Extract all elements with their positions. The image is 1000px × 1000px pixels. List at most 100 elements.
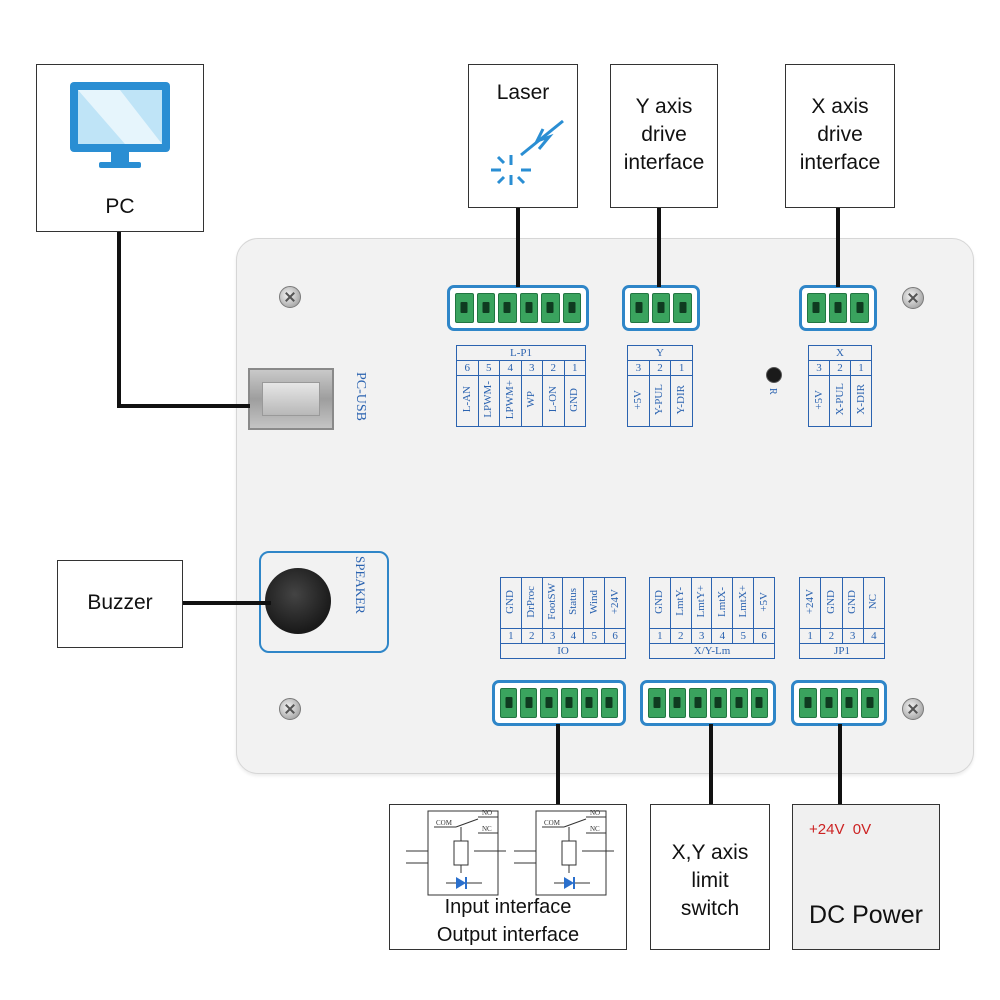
pin-number: 4	[711, 628, 734, 644]
pin-number: 1	[670, 360, 693, 376]
relay-circuit-icon: COM NO NC COM NO NC	[406, 809, 614, 896]
pin-signal-row: +5V Y-PUL Y-DIR	[627, 375, 693, 427]
speaker-label: SPEAKER	[353, 556, 368, 614]
table-title: L-P1	[456, 345, 586, 361]
laser-box: Laser	[468, 64, 578, 208]
pin-number: 1	[649, 628, 671, 644]
screw-top-left	[279, 286, 301, 308]
relay-com-label: COM	[544, 819, 561, 827]
pin-table-jp1: +24V GND GND NC 1 2 3 4 JP1	[798, 577, 886, 659]
pin-signal: +24V	[608, 588, 621, 615]
laser-label: Laser	[496, 81, 550, 104]
pin-number-row: 1 2 3 4	[798, 628, 886, 644]
pin-number: 1	[563, 360, 586, 376]
table-title: JP1	[799, 643, 885, 659]
io-interface-box: COM NO NC COM NO NC Input interface Outp…	[389, 804, 627, 950]
connector-io	[492, 680, 626, 726]
pin-number: 4	[562, 628, 585, 644]
pin-signal-row: GND DrProc FootSW Status Wind +24V	[500, 577, 626, 629]
pin-number: 4	[862, 628, 886, 644]
pin-number: 6	[604, 628, 626, 644]
relay-no-label: NO	[590, 809, 600, 817]
buzzer-label: Buzzer	[87, 591, 153, 614]
pin-number-row: 1 2 3 4 5 6	[500, 628, 626, 644]
usb-label: PC-USB	[353, 372, 368, 422]
led-label: R	[767, 388, 778, 395]
pin-signal: +24V	[803, 588, 816, 615]
pin-number-row: 3 2 1	[627, 360, 693, 376]
pin-signal: FootSW	[546, 583, 559, 620]
x-axis-box: X axis drive interface	[785, 64, 895, 208]
pin-number: 3	[541, 628, 564, 644]
pin-signal-row: L-AN LPWM- LPWM+ WP L-ON GND	[456, 375, 586, 427]
pin-signal: +5V	[812, 389, 825, 410]
screw-bottom-right	[902, 698, 924, 720]
pin-number: 5	[477, 360, 500, 376]
wire-pc-vertical	[117, 230, 121, 408]
pin-signal: LmtX-	[715, 586, 728, 617]
pin-number: 4	[499, 360, 522, 376]
connector-jp1	[791, 680, 887, 726]
pin-table-lp1: L-P1 6 5 4 3 2 1 L-AN LPWM- LPWM+ WP L-O…	[456, 345, 586, 427]
pin-signal: X-PUL	[833, 383, 846, 416]
pin-signal-row: +24V GND GND NC	[798, 577, 886, 629]
y-axis-box: Y axis drive interface	[610, 64, 718, 208]
pin-signal: GND	[653, 589, 666, 614]
pin-signal: LPWM+	[503, 379, 516, 420]
wire-buzzer	[181, 601, 271, 605]
pin-number: 6	[456, 360, 479, 376]
pin-signal: GND	[846, 589, 859, 614]
pin-signal: LmtX+	[736, 585, 749, 618]
table-title: IO	[500, 643, 626, 659]
wire-dc-power	[838, 724, 842, 806]
connector-lp1	[447, 285, 589, 331]
pin-number: 2	[542, 360, 565, 376]
pin-signal: X-DIR	[854, 384, 867, 415]
pin-number: 6	[753, 628, 775, 644]
relay-no-label: NO	[482, 809, 492, 817]
pin-number: 5	[732, 628, 755, 644]
wire-x-axis	[836, 207, 840, 287]
dc-voltage-label: +24V 0V	[809, 821, 872, 838]
relay-nc-label: NC	[482, 825, 492, 833]
pin-number: 3	[627, 360, 650, 376]
pin-signal-row: GND LmtY- LmtY+ LmtX- LmtX+ +5V	[649, 577, 775, 629]
pin-table-io: GND DrProc FootSW Status Wind +24V 1 2 3…	[500, 577, 626, 659]
table-title: X	[808, 345, 872, 361]
x-axis-label-3: interface	[799, 151, 881, 174]
pin-number-row: 1 2 3 4 5 6	[649, 628, 775, 644]
pin-signal: GND	[824, 589, 837, 614]
pin-signal: +5V	[757, 591, 770, 612]
pin-signal: L-AN	[460, 386, 473, 413]
wire-laser	[516, 207, 520, 287]
x-axis-label-2: drive	[817, 123, 863, 146]
wire-pc-horizontal	[117, 404, 250, 408]
pin-number: 5	[583, 628, 606, 644]
pin-signal: LPWM-	[482, 381, 495, 418]
table-title: X/Y-Lm	[649, 643, 775, 659]
y-axis-label-2: drive	[641, 123, 687, 146]
monitor-icon	[70, 82, 170, 168]
pin-number: 2	[669, 628, 692, 644]
relay-com-label: COM	[436, 819, 453, 827]
pin-signal: DrProc	[525, 585, 538, 618]
relay-nc-label: NC	[590, 825, 600, 833]
connector-y	[622, 285, 700, 331]
speaker-icon	[265, 568, 331, 634]
pin-signal: Y-DIR	[675, 384, 688, 415]
pin-signal: Status	[566, 588, 579, 615]
pc-box: PC	[36, 64, 204, 232]
connector-xy-lm	[640, 680, 776, 726]
y-axis-label-1: Y axis	[635, 95, 693, 118]
pin-signal: LmtY-	[674, 587, 687, 616]
dc-power-label: DC Power	[809, 901, 923, 929]
wire-limit	[709, 724, 713, 806]
pin-number: 2	[648, 360, 672, 376]
pin-number: 2	[829, 360, 851, 376]
pin-signal: L-ON	[546, 386, 559, 413]
pin-number: 1	[500, 628, 522, 644]
table-title: Y	[627, 345, 693, 361]
pin-number: 3	[520, 360, 543, 376]
pin-signal: +5V	[631, 389, 644, 410]
screw-top-right	[902, 287, 924, 309]
